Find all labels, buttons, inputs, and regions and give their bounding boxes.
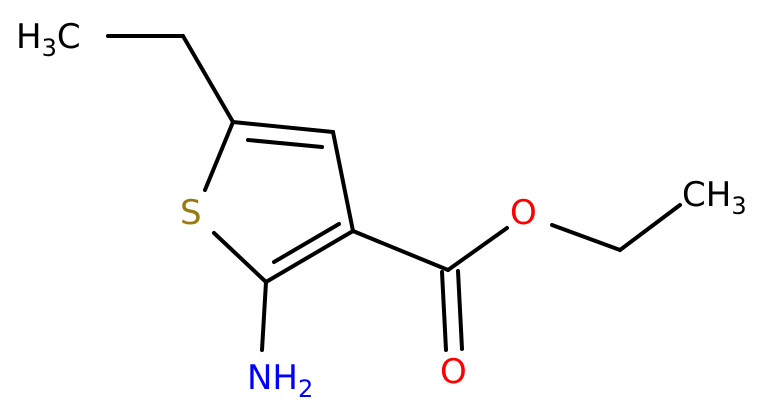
bond-ccarbonyl-oester [446, 226, 509, 272]
bond-ch2-c5 [181, 34, 235, 124]
nh2-nh: NH [247, 358, 298, 398]
bond-c3-c2 [264, 229, 355, 284]
bond-s-c5 [203, 120, 235, 192]
bond-ch2-ch3 [618, 203, 682, 252]
oxygen-carbonyl-label: O [440, 352, 467, 392]
nh2-sub: 2 [298, 375, 313, 403]
h3c-c: C [57, 17, 81, 57]
nh2-label: NH2 [247, 358, 313, 403]
bond-c5-c4 [231, 120, 335, 134]
h3c-sub: 3 [42, 34, 57, 62]
sulfur-label: S [180, 193, 202, 233]
bond-c4-c3 [331, 130, 355, 233]
ch3-label: CH3 [682, 175, 747, 220]
bond-ccarbonyl-ocarbonyl-b [456, 269, 464, 351]
ch3-sub: 3 [731, 192, 746, 220]
bond-oester-ch2 [550, 223, 622, 252]
bond-c2-s [212, 231, 268, 284]
h3c-label: H3C [16, 17, 81, 62]
bond-c3-ccarbonyl [351, 229, 450, 272]
bond-c5-c4-inner [246, 138, 324, 149]
ch3-ch: CH [682, 175, 731, 215]
bond-c3-c2-inner [272, 222, 341, 264]
oxygen-ester-label: O [510, 193, 537, 233]
bond-c2-n [260, 280, 268, 352]
bonds [106, 34, 682, 352]
h3c-h: H [16, 17, 42, 57]
bond-ccarbonyl-ocarbonyl-a [440, 270, 448, 352]
